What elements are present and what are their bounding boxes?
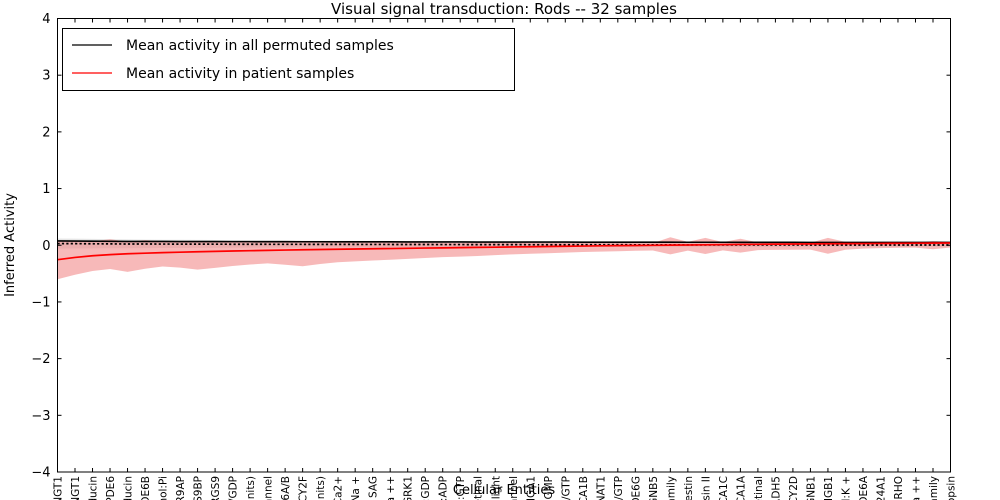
plot-frame [57,18,951,473]
x-tick-label: GCAP Family/Ca ++ [910,476,922,500]
x-tick-label: mol:Na + [350,476,362,500]
x-axis-label: Cellular Entities [453,483,555,498]
x-tick-label: GUCA1A [735,475,747,500]
x-tick-label: mol:Ca ++ [385,476,397,500]
x-axis: GNGT1 GNB1/GNGT1 Transducin PDE6 Metarhodops… [53,18,958,500]
x-tick-label: GNAT1/GDP [228,476,240,500]
x-tick-label: Metarhodopsin II/Arrestin [683,476,695,500]
y-tick-label: 3 [42,69,50,84]
x-tick-label: RHO [893,476,905,499]
x-tick-label: RGS9-1/Gbeta5/R9AP [175,476,187,500]
x-tick-label: PDE6G [630,476,642,500]
y-tick-label: 1 [42,182,50,197]
legend-label-patient: Mean activity in patient samples [126,66,354,82]
y-axis: −4 −3 −2 −1 0 1 2 3 4 [31,12,951,481]
x-tick-label: RGS9BP [193,476,205,500]
y-tick-label: −2 [31,352,50,367]
x-tick-label: mol:GTP [455,476,467,500]
x-tick-label: CNGB1 [823,476,835,500]
x-tick-label: GNAT1 [595,476,607,500]
x-tick-label: mol:Ca2+ [333,476,345,500]
y-tick-label: 0 [42,239,50,254]
x-tick-label: PDE6A [858,475,870,500]
x-tick-label: mol:11-cis-retinal [753,476,765,500]
x-tick-label: GNB1 [805,476,817,500]
x-tick-label: GNB1/GNGT1 [70,476,82,500]
mean-line-patient [57,242,951,261]
x-tick-label: GC1/GCAP Family [928,476,940,500]
x-tick-label: CNGA1 [525,476,537,500]
x-tick-label: mol:Pi [158,476,170,500]
x-tick-label: RGS9 [210,476,222,500]
series-lines [57,240,951,261]
x-tick-label: Metarhodopsin II/Transducin [123,476,135,500]
x-tick-label: GNB5 [648,476,660,500]
y-tick-label: 2 [42,125,50,140]
x-tick-label: mol:K + [840,476,852,500]
legend-box [62,28,515,91]
x-tick-label: RDH5 [770,476,782,500]
x-tick-label: Rhodopsin [946,476,958,500]
x-tick-label: Transducin [88,476,100,500]
legend[interactable]: Mean activity in all permuted samples Me… [62,28,515,91]
x-tick-label: GUCA1B [578,476,590,500]
x-tick-label: PDE6 [105,476,117,500]
x-tick-label: PDE6A/B [280,476,292,500]
x-tick-label: PDE6B [140,476,152,500]
y-tick-label: −4 [31,466,50,481]
y-axis-label: Inferred Activity [3,193,18,297]
x-tick-label: SAG [368,476,380,498]
x-tick-label: mol:GMP (4 units) [245,476,257,500]
x-tick-label: cGMP/CNG Channel [508,476,520,500]
x-tick-label: GUCY2D [788,476,800,500]
y-tick-label: −1 [31,295,50,310]
x-tick-label: CNG Channel [263,476,275,500]
mean-line-permuted-solid [57,240,951,244]
y-tick-label: 4 [42,12,50,27]
chart-title: Visual signal transduction: Rods -- 32 s… [331,0,677,18]
x-tick-label: Metarhodopsin II [700,476,712,500]
x-tick-label: PDE6G/GNAT1/GTP [613,476,625,500]
mean-line-permuted [57,242,951,246]
legend-label-permuted: Mean activity in all permuted samples [126,38,394,54]
x-tick-label: GUCY2F [298,476,310,500]
x-tick-label: mol:cGMP [543,476,555,500]
confidence-band-patient [57,237,951,280]
x-tick-label: SLC24A1 [875,476,887,500]
x-tick-label: absorption of light [490,476,502,500]
x-tick-label: GC2/GCAP Family [665,476,677,500]
x-tick-label: GRK1 [403,476,415,500]
x-tick-label: mol:GDP [420,476,432,500]
y-tick-label: −3 [31,409,50,424]
x-tick-label: mol:all-trans-retinal [473,476,485,500]
x-tick-label: Na + (4 Units) [315,476,327,500]
x-tick-label: GNAT1/GTP [560,476,572,500]
x-tick-label: GNGT1 [53,476,65,500]
x-tick-label: GUCA1C [718,476,730,500]
x-tick-label: mol:ADP [438,476,450,500]
